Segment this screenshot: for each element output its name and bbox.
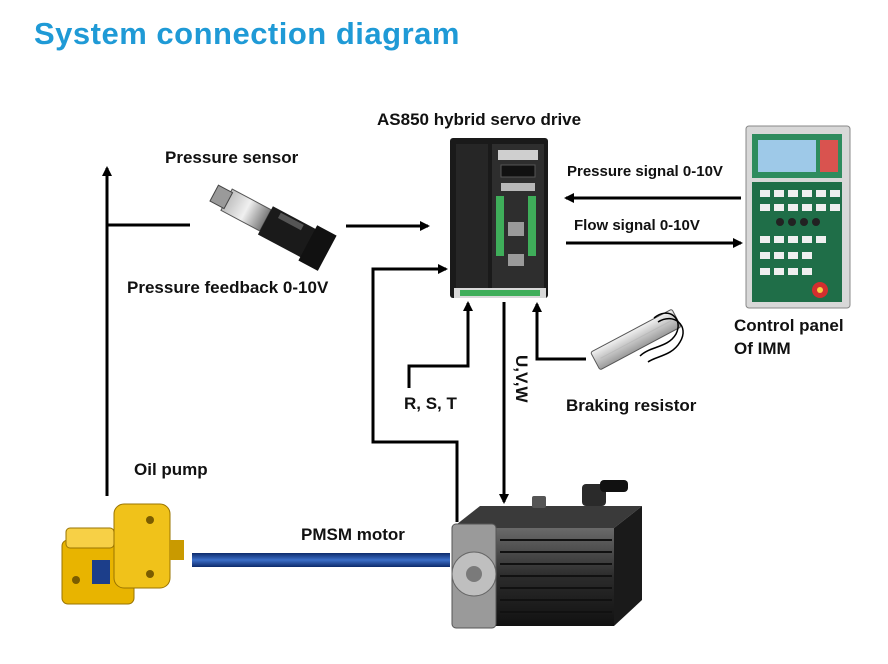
control-panel-label-line2: Of IMM	[734, 339, 791, 358]
control-panel-label-line1: Control panel	[734, 316, 844, 335]
uvw-label: U,V,W	[512, 355, 531, 403]
connection-lines	[102, 166, 743, 522]
braking-resistor-label: Braking resistor	[566, 396, 697, 415]
motor-shaft	[192, 553, 450, 567]
braking-line	[532, 302, 586, 361]
pressure-signal-label: Pressure signal 0-10V	[567, 163, 723, 180]
rst-label: R, S, T	[404, 394, 457, 413]
pressure-sensor	[209, 184, 337, 271]
control-panel	[745, 125, 851, 309]
pmsm-motor-label: PMSM motor	[301, 525, 405, 544]
motor-feedback-line	[371, 264, 459, 522]
oil-pump-label: Oil pump	[134, 460, 208, 479]
drive-label: AS850 hybrid servo drive	[377, 110, 582, 129]
rst-line	[407, 301, 473, 388]
pressure-feedback-label: Pressure feedback 0-10V	[127, 278, 329, 297]
page-title: System connection diagram	[34, 16, 460, 51]
servo-drive	[450, 138, 548, 298]
oil-pump	[61, 503, 184, 605]
braking-resistor	[590, 309, 684, 370]
flow-signal-label: Flow signal 0-10V	[574, 217, 700, 234]
pressure-sensor-label: Pressure sensor	[165, 148, 299, 167]
pmsm-motor	[451, 480, 642, 629]
